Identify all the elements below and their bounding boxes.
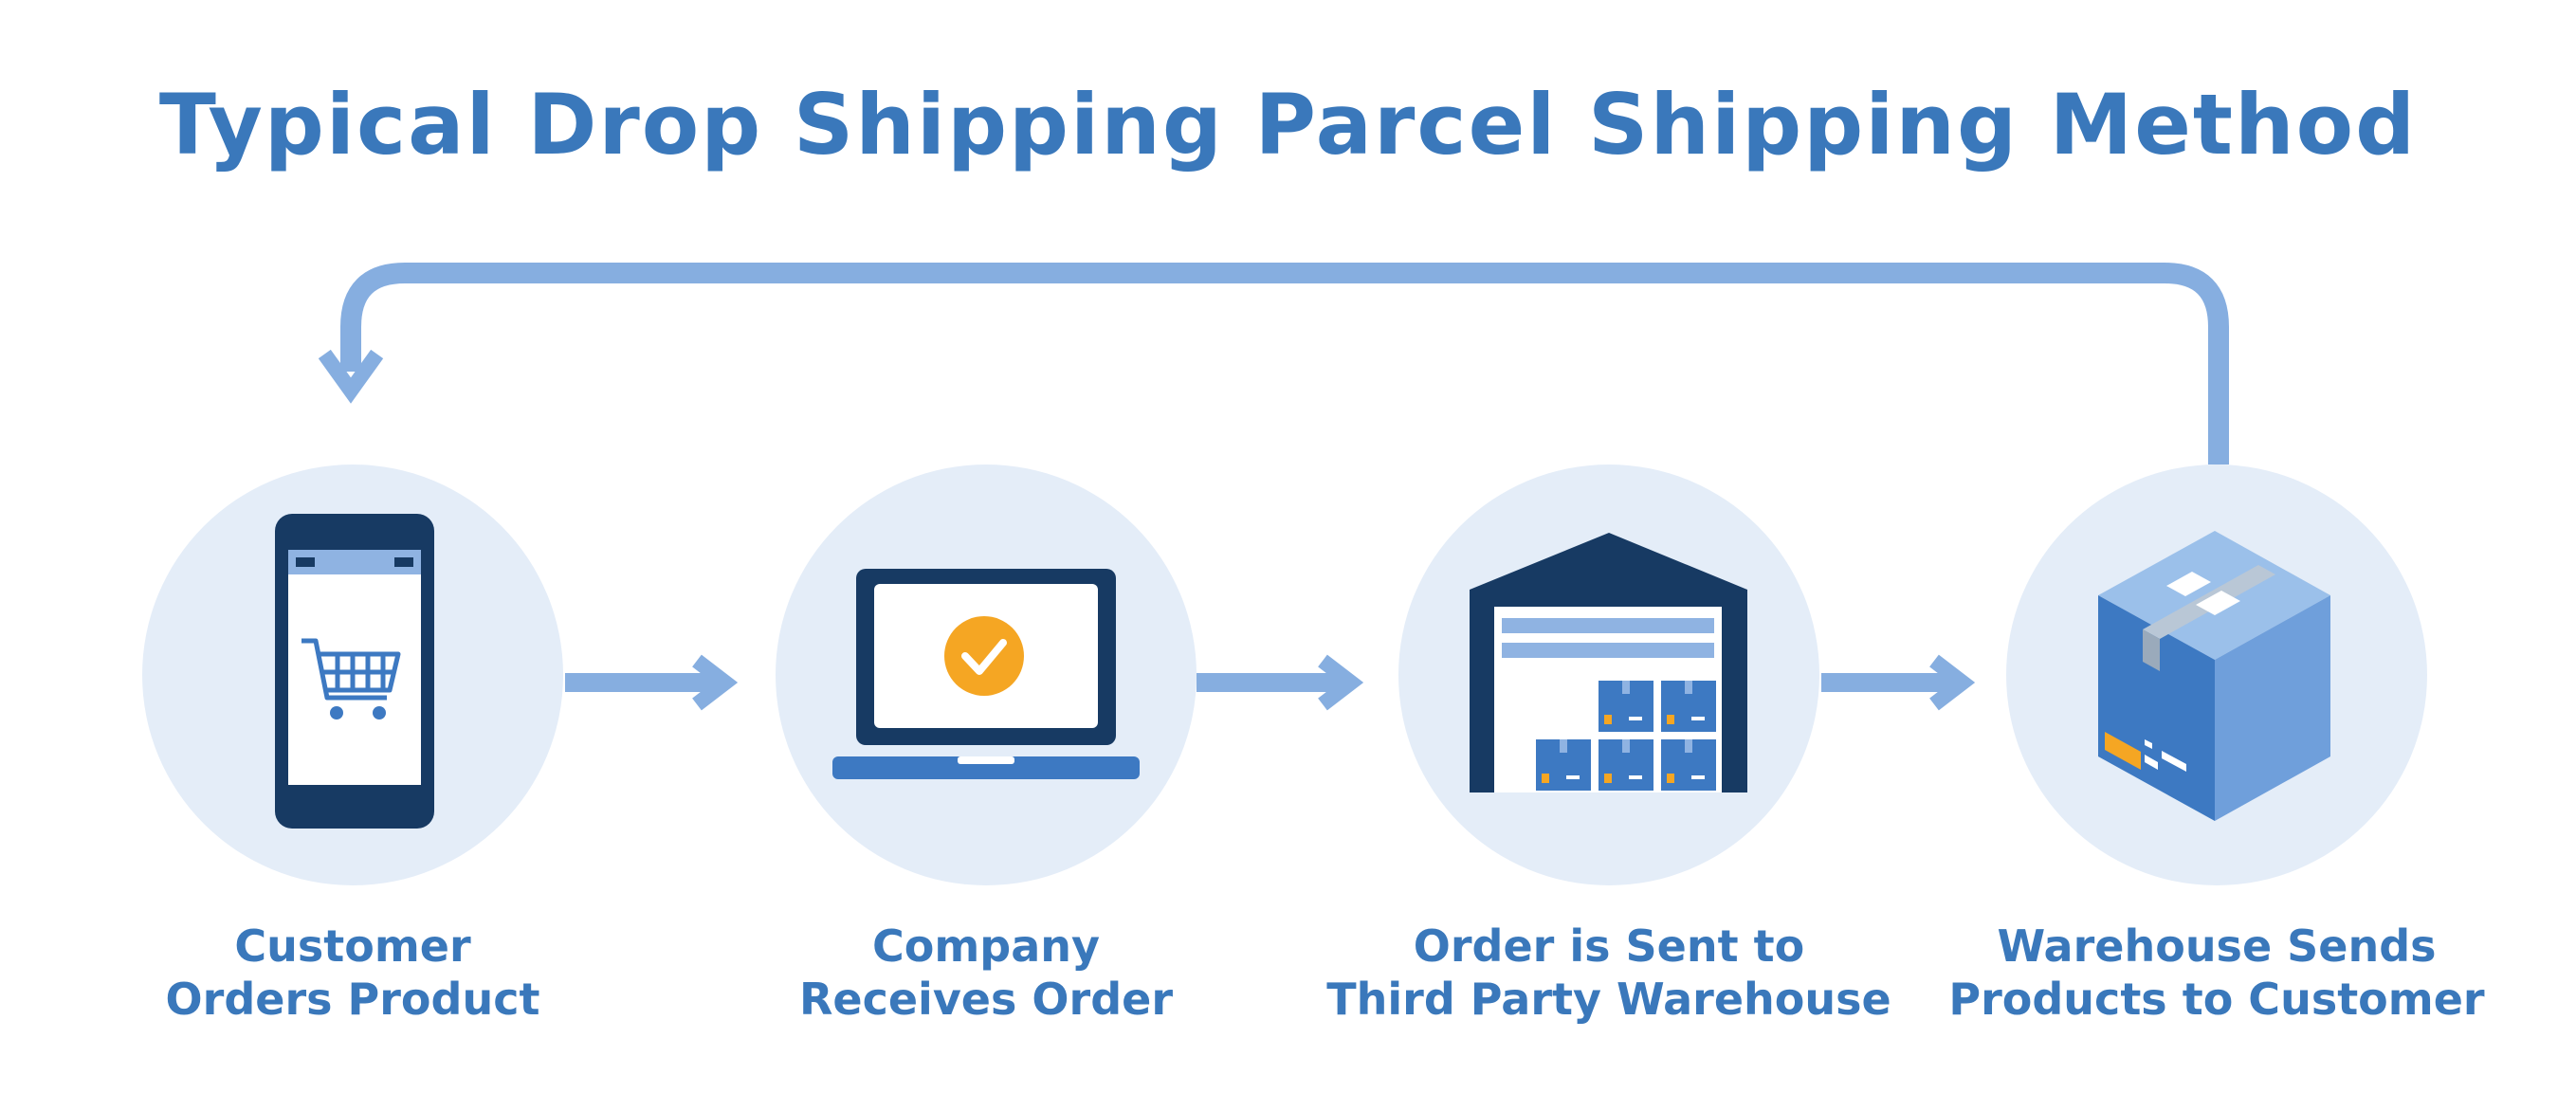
arrowhead-icon bbox=[1929, 654, 1976, 711]
step-label-order-sent: Order is Sent to Third Party Warehouse bbox=[1277, 920, 1941, 1026]
check-badge bbox=[944, 616, 1024, 696]
arrowhead-icon bbox=[692, 654, 739, 711]
parcel-box-icon bbox=[2098, 531, 2330, 821]
step-label-line1: Order is Sent to bbox=[1413, 920, 1805, 972]
page-title: Typical Drop Shipping Parcel Shipping Me… bbox=[158, 76, 2418, 173]
arrow-step3-to-step4 bbox=[1821, 654, 1976, 711]
arrowhead-icon bbox=[1318, 654, 1364, 711]
warehouse-icon bbox=[1470, 533, 1747, 792]
arrow-step1-to-step2 bbox=[565, 654, 739, 711]
step-label-line2: Orders Product bbox=[165, 974, 540, 1025]
loop-arrowhead-icon bbox=[318, 349, 384, 404]
check-icon bbox=[961, 639, 1007, 675]
smartphone-cart-icon bbox=[275, 514, 434, 829]
arrow-step2-to-step3 bbox=[1197, 654, 1364, 711]
step-label-line2: Third Party Warehouse bbox=[1326, 974, 1891, 1025]
step-label-line2: Products to Customer bbox=[1948, 974, 2485, 1025]
laptop-check-icon bbox=[832, 569, 1140, 779]
step-label-line1: Customer bbox=[234, 920, 471, 972]
return-loop-arrow bbox=[318, 263, 2229, 465]
step-label-line2: Receives Order bbox=[798, 974, 1174, 1025]
step-label-company-receives: Company Receives Order bbox=[654, 920, 1318, 1026]
step-label-customer-orders: Customer Orders Product bbox=[21, 920, 685, 1026]
step-label-warehouse-sends: Warehouse Sends Products to Customer bbox=[1885, 920, 2549, 1026]
step-label-line1: Company bbox=[872, 920, 1100, 972]
step-label-line1: Warehouse Sends bbox=[1997, 920, 2437, 972]
